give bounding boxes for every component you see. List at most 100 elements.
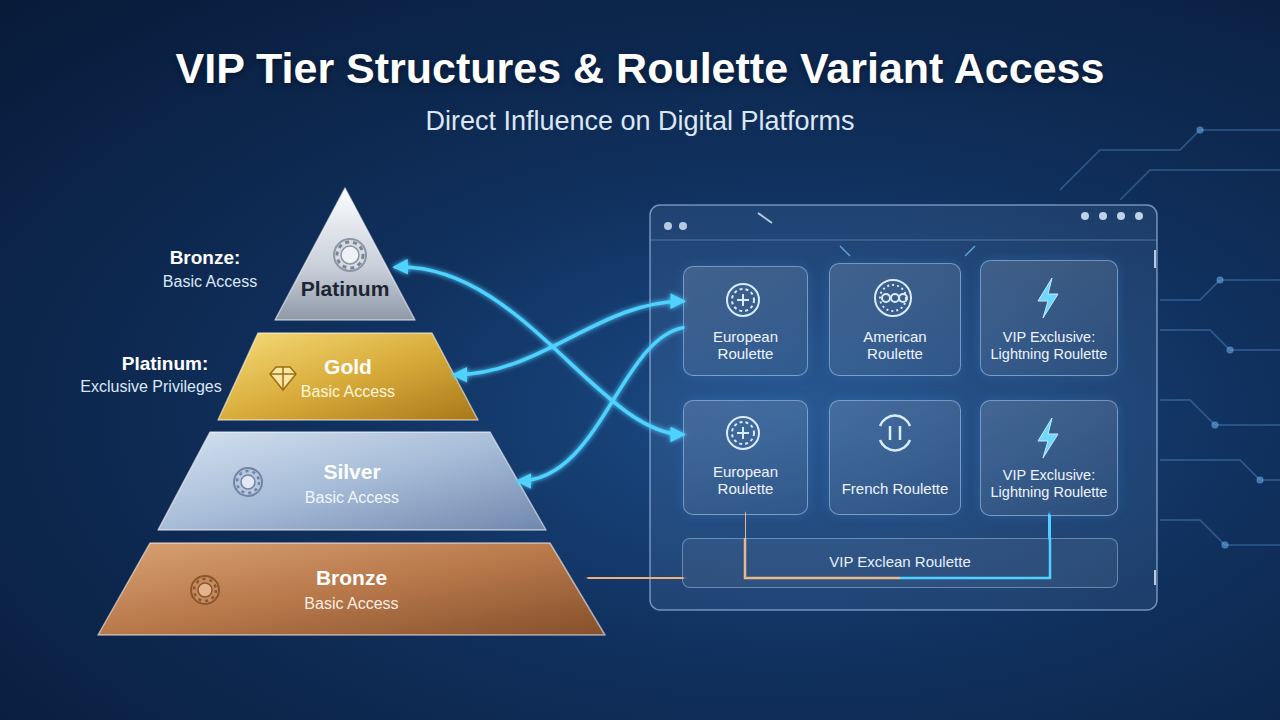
browser-panel xyxy=(650,205,1157,610)
circuit-lines xyxy=(1160,280,1280,300)
platinum-chip-icon xyxy=(334,239,366,271)
roulette-wheel-icon xyxy=(737,432,749,434)
node-body: Basic Access xyxy=(301,383,395,402)
browser-panel xyxy=(664,222,672,230)
tier-band: SilverBasic Access xyxy=(158,432,546,530)
roulette-wheel-icon xyxy=(891,294,899,302)
circuit-lines xyxy=(1060,130,1280,190)
browser-panel xyxy=(1117,212,1125,220)
band-fill xyxy=(275,188,415,320)
roulette-wheel-icon xyxy=(875,280,911,316)
browser-panel xyxy=(1154,570,1156,585)
browser-panel xyxy=(1154,250,1156,268)
bronze-chip-icon xyxy=(191,576,219,604)
side-label: Basic Access xyxy=(163,273,257,291)
roulette-wheel-icon xyxy=(742,427,744,439)
side-label: Bronze: xyxy=(170,248,241,269)
connector-arrow xyxy=(395,267,683,434)
node-title: French Roulette xyxy=(842,480,949,498)
silver-chip-icon xyxy=(241,475,255,489)
lightning-icon xyxy=(1038,278,1058,318)
roulette-wheel-icon xyxy=(737,299,749,301)
connector-arrow xyxy=(1047,516,1051,538)
roulette-wheel-icon xyxy=(727,417,759,449)
gold-diamond-icon xyxy=(270,367,296,390)
game-card: VIP Exclusive: Lightning Roulette xyxy=(980,260,1118,376)
game-card: European Roulette xyxy=(683,266,808,376)
circuit-lines xyxy=(1160,520,1280,545)
circuit-lines xyxy=(1257,477,1263,483)
game-card: European Roulette xyxy=(683,400,808,515)
roulette-wheel-icon xyxy=(880,440,910,450)
circuit-lines xyxy=(1227,347,1233,353)
bronze-chip-icon xyxy=(194,579,216,601)
game-card: VIP Exclusive: Lightning Roulette xyxy=(980,400,1118,516)
platinum-chip-icon xyxy=(337,242,363,268)
connector-arrow xyxy=(455,301,683,375)
browser-panel xyxy=(679,222,687,230)
roulette-wheel-icon xyxy=(899,426,902,440)
circuit-lines xyxy=(1197,127,1203,133)
roulette-wheel-icon xyxy=(899,294,907,302)
browser-panel xyxy=(1135,212,1143,220)
node-title: European Roulette xyxy=(691,463,801,498)
node-title: American Roulette xyxy=(840,328,950,363)
bar-leader-line xyxy=(900,538,1050,578)
roulette-wheel-icon xyxy=(732,289,754,311)
lightning-icon xyxy=(1038,278,1058,318)
browser-panel xyxy=(1081,212,1089,220)
roulette-wheel-icon xyxy=(889,426,892,440)
node-body: Basic Access xyxy=(305,489,399,508)
roulette-wheel-icon xyxy=(727,417,759,449)
tier-band: BronzeBasic Access xyxy=(98,543,605,635)
roulette-wheel-icon xyxy=(880,416,910,426)
circuit-lines xyxy=(1160,400,1280,425)
exclusive-bar: VIP Exclean Roulette xyxy=(682,538,1118,588)
node-title: Platinum xyxy=(301,277,390,302)
platinum-chip-icon xyxy=(341,246,359,264)
band-fill xyxy=(158,432,546,530)
node-title: Silver xyxy=(323,460,380,485)
silver-chip-icon xyxy=(234,468,262,496)
roulette-wheel-icon xyxy=(742,294,744,306)
browser-panel xyxy=(840,246,850,256)
circuit-lines xyxy=(1160,460,1280,480)
band-fill xyxy=(218,333,478,420)
circuit-lines xyxy=(1120,170,1280,200)
node-body: Basic Access xyxy=(304,595,398,614)
circuit-lines xyxy=(1222,542,1228,548)
roulette-wheel-icon xyxy=(880,285,906,311)
tier-band: Platinum xyxy=(275,188,415,320)
bar-leader-line xyxy=(745,538,1050,578)
band-fill xyxy=(98,543,605,635)
game-card: American Roulette xyxy=(829,263,961,376)
roulette-wheel-icon xyxy=(727,284,759,316)
silver-chip-icon xyxy=(234,468,262,496)
subtitle: Direct Influence on Digital Platforms xyxy=(425,107,854,137)
connector-arrow xyxy=(743,515,747,538)
node-title: Gold xyxy=(324,355,372,380)
lightning-icon xyxy=(1038,418,1058,458)
diagram-title: VIP Tier Structures & Roulette Variant A… xyxy=(0,44,1280,93)
circuit-lines xyxy=(1212,422,1218,428)
silver-chip-icon xyxy=(237,471,259,493)
browser-panel xyxy=(650,240,1157,241)
node-title: European Roulette xyxy=(691,328,801,363)
lightning-icon xyxy=(1038,418,1058,458)
bar-leader-line xyxy=(745,538,900,578)
tier-band: GoldBasic Access xyxy=(218,333,478,420)
gold-diamond-icon xyxy=(270,373,296,375)
platinum-chip-icon xyxy=(334,239,366,271)
node-title: VIP Exclean Roulette xyxy=(829,553,970,571)
roulette-wheel-icon xyxy=(875,280,911,316)
browser-panel xyxy=(1099,212,1107,220)
roulette-wheel-icon xyxy=(732,422,754,444)
bronze-chip-icon xyxy=(191,576,219,604)
gold-diamond-icon xyxy=(282,367,284,390)
side-label: Exclusive Privileges xyxy=(80,378,221,396)
roulette-wheel-icon xyxy=(727,284,759,316)
browser-panel xyxy=(965,246,975,256)
circuit-lines xyxy=(1217,277,1223,283)
node-title: VIP Exclusive: Lightning Roulette xyxy=(982,329,1116,363)
